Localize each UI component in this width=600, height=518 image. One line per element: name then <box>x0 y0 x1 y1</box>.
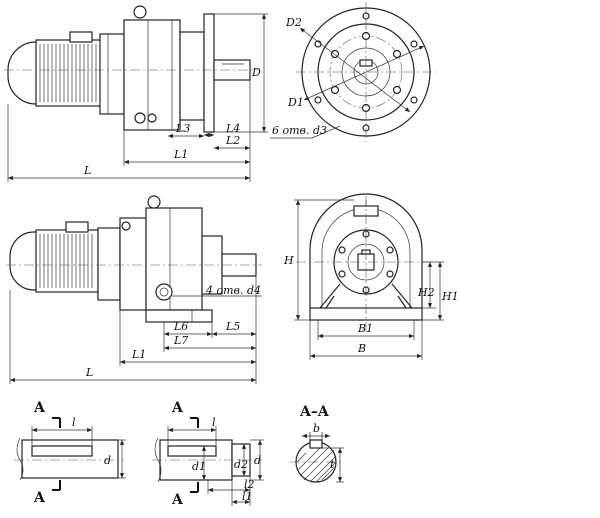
section-mark-top-1: A <box>33 400 46 416</box>
middle-side-view: L L1 L7 L6 L5 4 отв. d4 <box>6 195 262 384</box>
dim-H1-label: H1 <box>441 290 459 303</box>
output-shaft <box>213 59 251 81</box>
holes-note-top: 6 отв. d3 <box>272 124 327 137</box>
shaft2-d2-label: d2 <box>234 458 248 471</box>
key-b-label: b <box>313 422 320 435</box>
lifting-eye <box>133 5 147 19</box>
section-mark-top-2: A <box>171 400 184 416</box>
dim-L3-label: L3 <box>175 122 190 135</box>
section-a-a: A–A b t <box>290 404 344 483</box>
shaft2-l2-label: l2 <box>244 478 255 491</box>
dim-L7-label: L7 <box>173 334 188 347</box>
dim-L1-label: L1 <box>173 148 188 161</box>
shaft2-l-label: l <box>212 416 216 429</box>
dim-B1-label: B1 <box>357 322 373 335</box>
motor-fins <box>39 44 97 102</box>
terminal-box <box>69 31 93 43</box>
foot-end-view: H H1 H2 B1 B <box>283 193 459 360</box>
dim-H-label: H <box>283 254 294 267</box>
mounting-flange <box>203 13 215 133</box>
section-hatch <box>296 447 337 483</box>
shaft2-l1-label: l1 <box>242 490 253 503</box>
dim-D2-label: D2 <box>285 16 302 29</box>
flange-end-view: D2 D1 6 отв. d3 <box>270 2 436 142</box>
holes-note-mid: 4 отв. d4 <box>205 284 261 297</box>
dim-L-label: L <box>83 164 91 177</box>
section-mark-bottom-2: A <box>171 492 184 508</box>
dim-L4-label: L4 <box>225 122 240 135</box>
section-mark-bottom-1: A <box>33 490 46 506</box>
dim-D1-label: D1 <box>287 96 304 109</box>
dim-L-mid-label: L <box>85 366 93 379</box>
shaft2-d-label: d <box>254 454 261 467</box>
dim-L5-label: L5 <box>225 320 240 333</box>
dim-L6-label: L6 <box>173 320 188 333</box>
mounting-foot <box>145 309 213 323</box>
dim-L1-mid-label: L1 <box>131 348 146 361</box>
top-side-view: L L1 L2 L4 L3 D <box>4 5 268 182</box>
gearbox-housing-foot <box>145 207 203 311</box>
key-t-label: t <box>330 458 335 471</box>
section-title: A–A <box>299 404 330 420</box>
shaft-detail-2: A A l d1 d2 d l2 l1 <box>152 400 264 508</box>
dim-B-label: B <box>357 342 366 355</box>
shaft-detail-1: A A l d <box>14 400 126 506</box>
dim-L2-label: L2 <box>225 134 240 147</box>
shaft1-d-label: d <box>104 454 111 467</box>
dim-H2-label: H2 <box>417 286 435 299</box>
shaft1-l-label: l <box>72 416 76 429</box>
gearbox-housing <box>123 19 181 131</box>
shaft2-d1-label: d1 <box>192 460 206 473</box>
dim-D-label: D <box>251 66 261 79</box>
